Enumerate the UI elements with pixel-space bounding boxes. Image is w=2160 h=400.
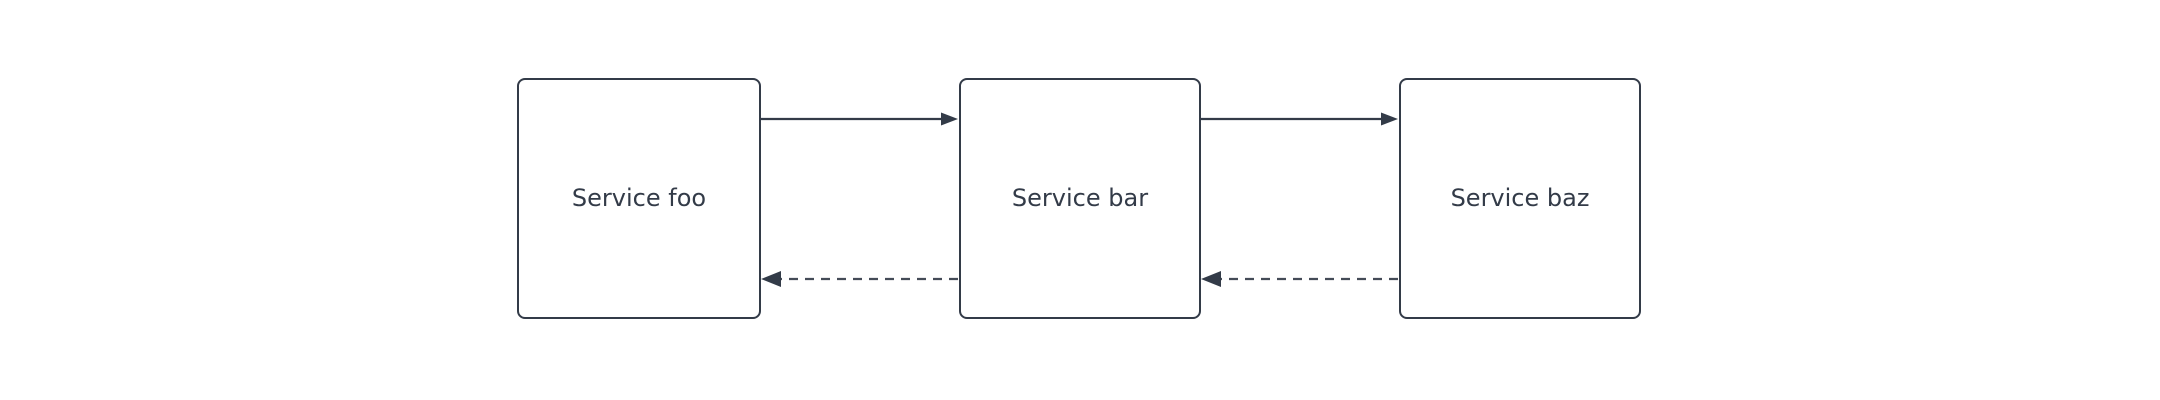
node-service-baz-box[interactable] <box>1399 78 1641 319</box>
node-service-foo[interactable]: Service foo <box>517 78 761 319</box>
edge-bar-to-foo-arrowhead-icon <box>761 271 781 287</box>
edge-foo-to-bar-arrowhead-icon <box>941 112 958 126</box>
edge-baz-to-bar[interactable] <box>1201 271 1398 287</box>
node-service-baz-label: Service baz <box>1451 184 1590 212</box>
node-service-bar-label: Service bar <box>1012 184 1148 212</box>
edge-bar-to-baz-arrowhead-icon <box>1381 112 1398 126</box>
node-service-foo-box[interactable] <box>517 78 761 319</box>
edge-bar-to-foo[interactable] <box>761 271 958 287</box>
node-service-bar[interactable]: Service bar <box>959 78 1201 319</box>
edge-foo-to-bar[interactable] <box>760 112 958 126</box>
edge-bar-to-baz[interactable] <box>1200 112 1398 126</box>
node-service-bar-box[interactable] <box>959 78 1201 319</box>
edge-baz-to-bar-arrowhead-icon <box>1201 271 1221 287</box>
node-service-foo-label: Service foo <box>572 184 706 212</box>
node-service-baz[interactable]: Service baz <box>1399 78 1641 319</box>
